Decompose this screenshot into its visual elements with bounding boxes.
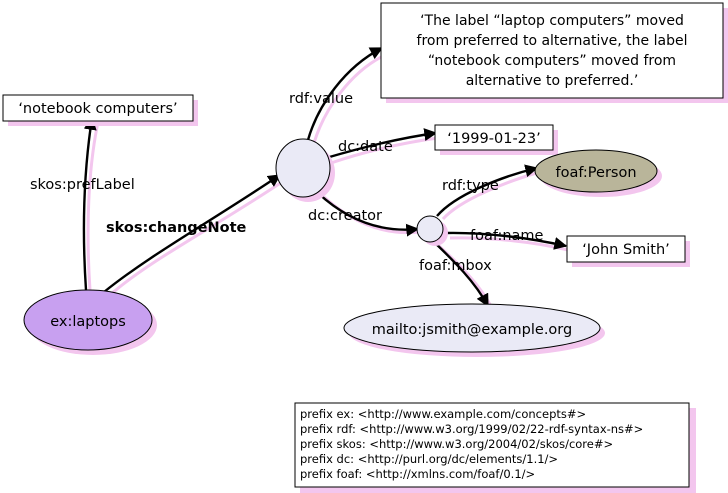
literal-pref-label: ‘notebook computers’ — [18, 101, 177, 117]
edge-label-value: rdf:value — [289, 91, 353, 107]
node-mbox — [343, 303, 601, 353]
literal-note-value-box — [380, 2, 724, 99]
prefix-line-foaf: prefix foaf: <http://xmlns.com/foaf/0.1/… — [300, 467, 535, 481]
edge-label-change-note: skos:changeNote — [106, 220, 247, 236]
edge-label-mbox: foaf:mbox — [419, 258, 492, 274]
edge-shadows — [86, 53, 569, 309]
node-creator — [416, 215, 444, 243]
literal-pref-label-box — [2, 94, 194, 122]
edge-mbox — [431, 239, 490, 308]
node-person — [534, 149, 658, 193]
prefix-line-skos: prefix skos: <http://www.w3.org/2004/02/… — [300, 437, 613, 451]
node-change-note — [275, 138, 331, 198]
edge-name — [443, 231, 568, 250]
literal-name-box — [566, 235, 686, 263]
literal-note-value-line-2: from preferred to alternative, the label — [417, 33, 688, 49]
edge-label-creator: dc:creator — [308, 208, 382, 224]
prefix-line-rdf: prefix rdf: <http://www.w3.org/1999/02/2… — [300, 422, 643, 436]
literal-date: ‘1999-01-23’ — [447, 131, 541, 147]
edge-creator — [317, 192, 420, 237]
edge-label-type: rdf:type — [442, 178, 499, 194]
node-mbox-label: mailto:jsmith@example.org — [372, 322, 572, 338]
edge-label-date: dc:date — [338, 139, 393, 155]
node-laptops — [23, 289, 153, 351]
node-laptops-label: ex:laptops — [50, 314, 126, 330]
edge-type — [436, 164, 539, 217]
edge-label-name: foaf:name — [470, 228, 544, 244]
prefix-legend-box — [294, 402, 690, 488]
edge-label-pref-label: skos:prefLabel — [30, 177, 135, 193]
literal-date-box — [434, 124, 554, 151]
edge-value — [306, 46, 384, 141]
prefix-line-dc: prefix dc: <http://purl.org/dc/elements/… — [300, 452, 558, 466]
literal-note-value-line-1: ‘The label “laptop computers” moved — [420, 13, 684, 29]
literal-note-value-line-4: alternative to preferred.’ — [466, 73, 639, 89]
edge-pref-label — [82, 116, 97, 291]
literal-name: ‘John Smith’ — [582, 242, 670, 258]
edge-date — [325, 128, 438, 160]
edge-change-note — [103, 174, 282, 293]
prefix-line-ex: prefix ex: <http://www.example.com/conce… — [300, 407, 586, 421]
node-person-label: foaf:Person — [555, 165, 636, 181]
literal-note-value-line-3: “notebook computers” moved from — [428, 53, 676, 69]
